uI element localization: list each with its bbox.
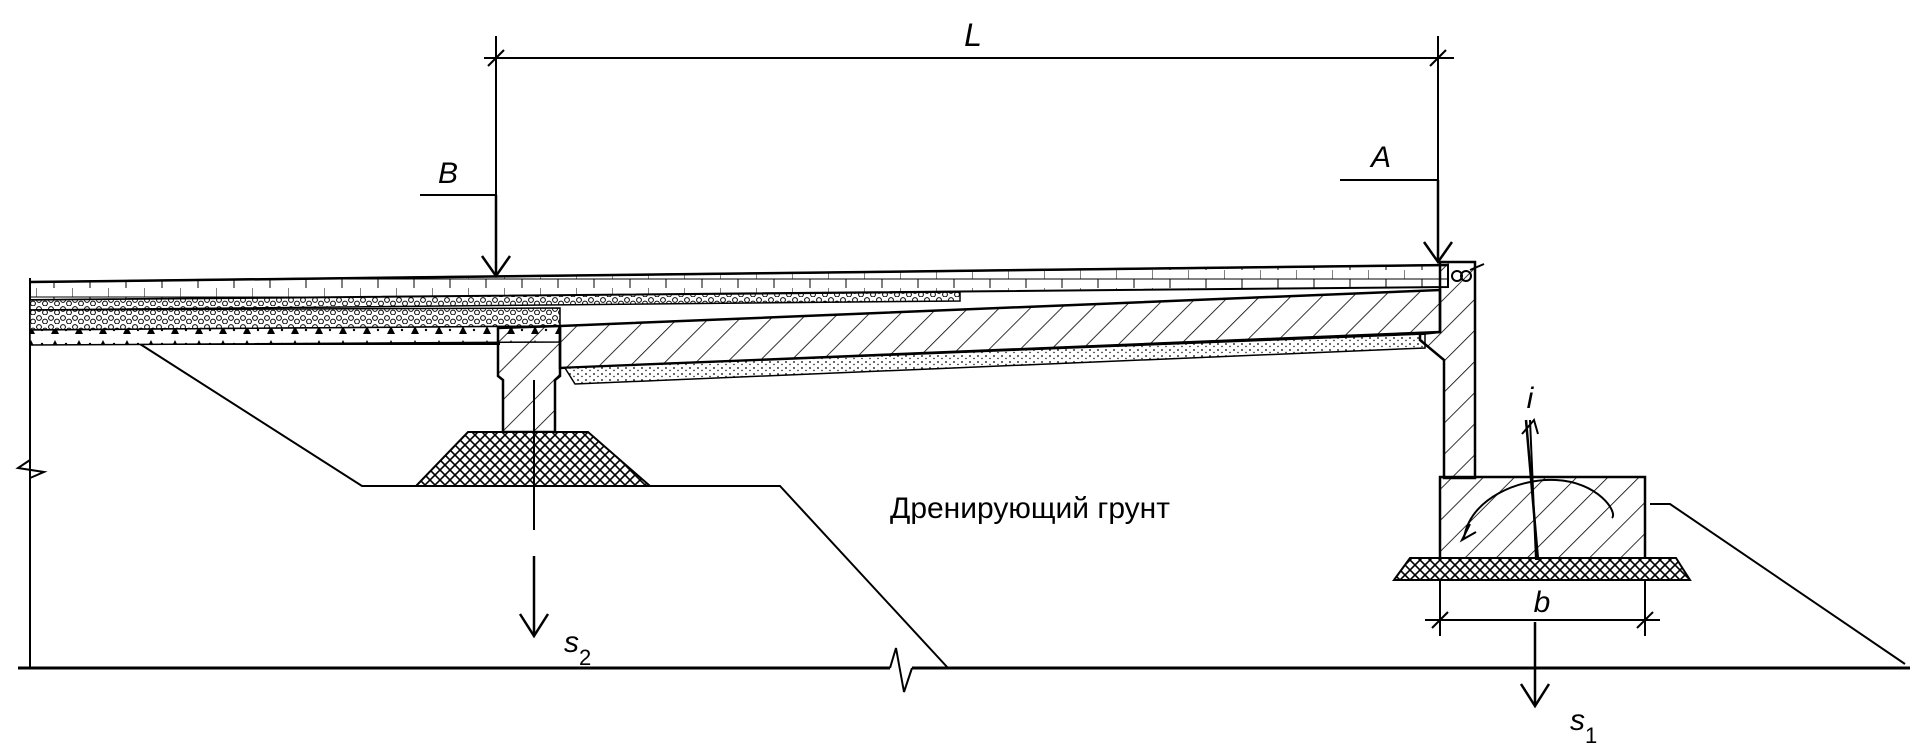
load-arrow-right [1422,180,1454,265]
slope-indicator: i [1521,382,1539,435]
span-dimension: L [484,17,1454,255]
load-arrow-left [480,195,512,279]
expansion-joint-icon [1451,263,1485,282]
slope-label: i [1527,382,1535,415]
settlement-arrow-s2: s2 [518,380,591,670]
foundation [1392,419,1692,581]
abutment [1418,260,1485,480]
width-dimension: b [1425,580,1660,636]
svg-text:s1: s1 [1570,704,1597,748]
settlement-arrow-s1: s1 [1519,622,1597,748]
svg-text:s2: s2 [564,626,591,670]
section-b-label: B [438,157,458,190]
width-label: b [1534,586,1551,619]
gravel-pad-right [1392,557,1692,581]
settlement-1-label: s [1570,704,1585,737]
settlement-2-sub: 2 [579,645,591,670]
settlement-2-label: s [564,626,579,659]
section-a-mark: A [1340,141,1438,181]
rotation-arc [1463,478,1615,539]
drainage-soil-label: Дренирующий грунт [890,492,1170,525]
section-a-label: A [1369,141,1391,174]
pavement-layers [29,263,1449,346]
span-label: L [964,17,982,53]
settlement-1-sub: 1 [1585,723,1597,748]
break-mark-left [15,459,48,479]
section-b-mark: B [420,157,496,196]
